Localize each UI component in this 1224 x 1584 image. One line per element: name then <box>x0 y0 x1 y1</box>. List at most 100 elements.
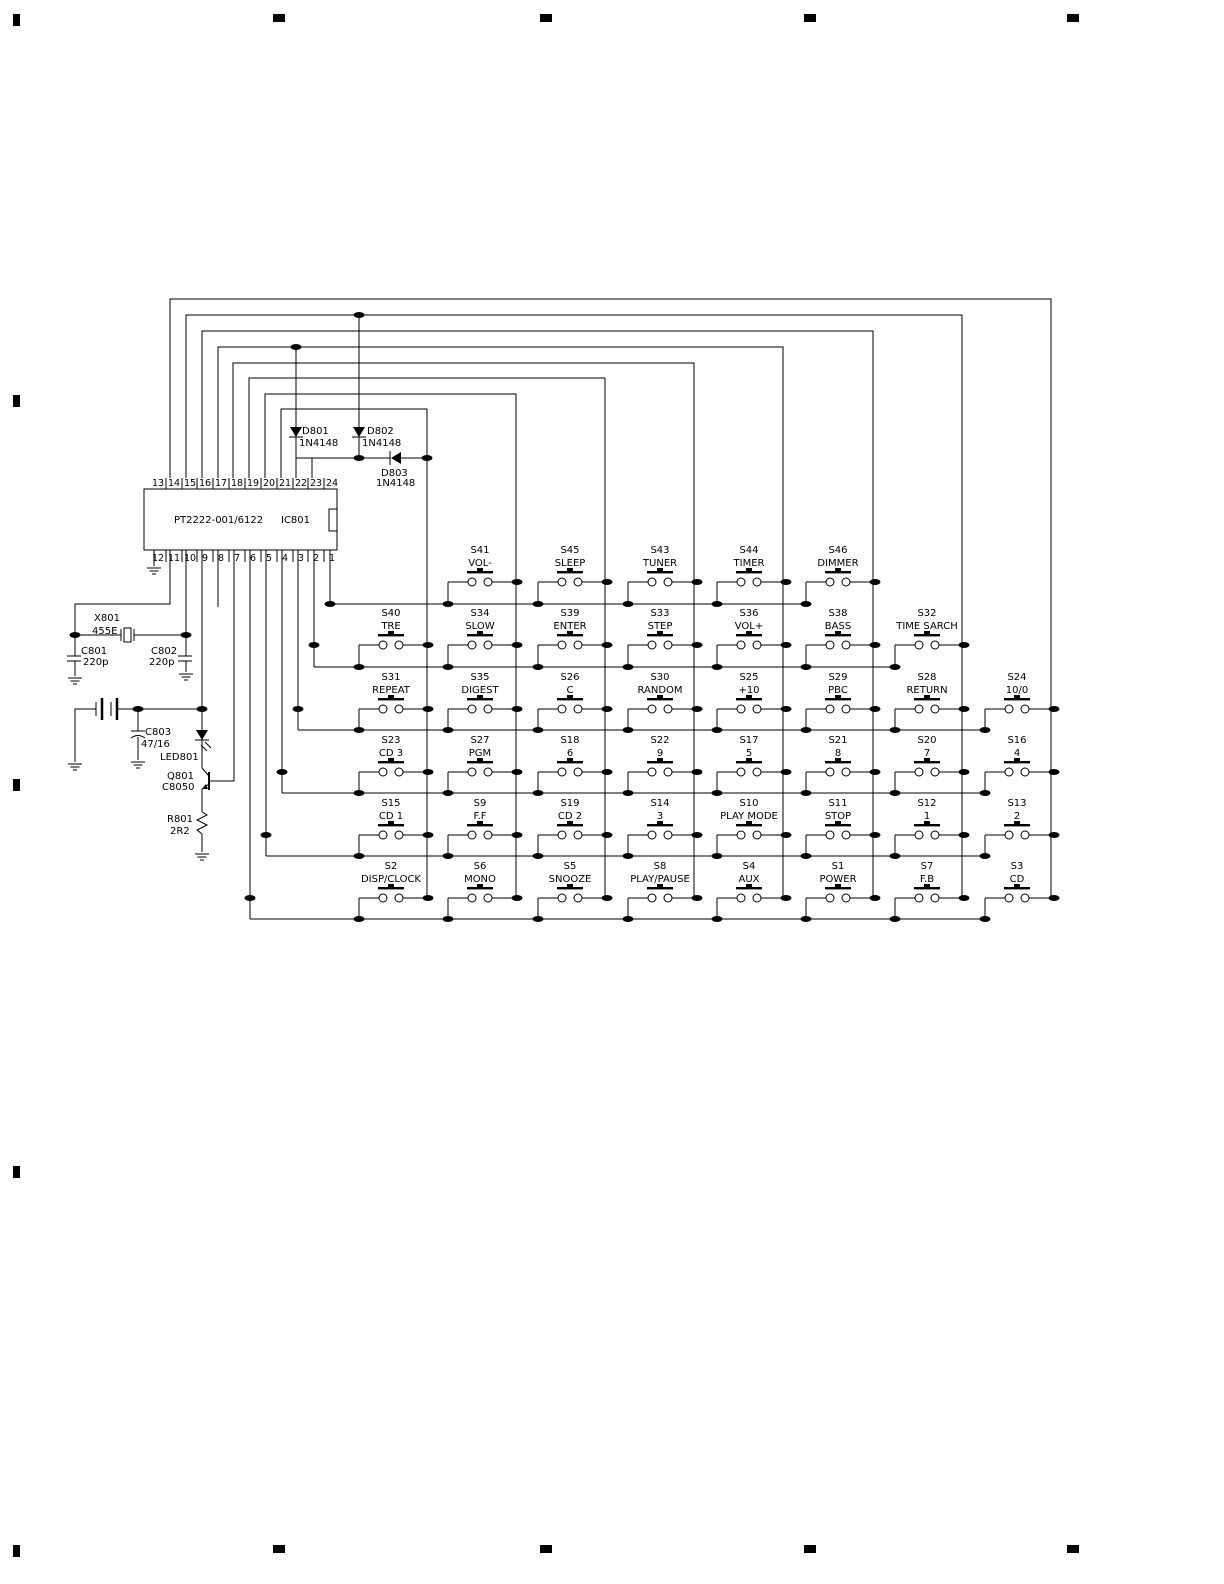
ic-pin-24: 24 <box>326 478 338 489</box>
switch-ref: S40 <box>381 608 400 619</box>
led-led801: LED801 <box>160 730 212 763</box>
switch-label: PBC <box>828 685 848 696</box>
junction-dot <box>869 832 881 838</box>
d802-ref: D802 <box>367 426 394 437</box>
switch-label: CD 2 <box>558 811 582 822</box>
switch-label: F.F <box>473 811 486 822</box>
junction-dot <box>442 916 454 922</box>
switch-ref: S27 <box>470 735 489 746</box>
registration-mark <box>13 395 20 407</box>
ic-pin-7: 7 <box>234 553 240 564</box>
junction-dot <box>800 601 812 607</box>
q801-ref: Q801 <box>167 771 194 782</box>
switch-label: VOL+ <box>735 621 764 632</box>
switch-label: STOP <box>825 811 851 822</box>
diode-d802: D802 1N4148 <box>352 426 401 449</box>
registration-mark <box>540 14 552 22</box>
junction-dot <box>353 790 365 796</box>
ground-symbol <box>68 763 82 771</box>
ic-pin-4: 4 <box>282 553 288 564</box>
c802-ref: C802 <box>151 646 177 657</box>
ground-symbol <box>68 677 82 685</box>
q801-value: C8050 <box>162 782 194 793</box>
switch-label: CD 1 <box>379 811 403 822</box>
junction-dot <box>622 790 634 796</box>
registration-mark <box>13 1166 20 1178</box>
switch-ref: S29 <box>828 672 847 683</box>
junction-dot <box>511 642 523 648</box>
switch-label: DIMMER <box>817 558 858 569</box>
junction-dot <box>622 727 634 733</box>
junction-dot <box>353 727 365 733</box>
switch-ref: S8 <box>654 861 667 872</box>
switch-ref: S17 <box>739 735 758 746</box>
switch-label: RANDOM <box>637 685 682 696</box>
junction-dot <box>780 579 792 585</box>
switch-ref: S34 <box>470 608 489 619</box>
junction-dot <box>511 895 523 901</box>
battery-symbol <box>95 698 119 720</box>
junction-dot <box>979 853 991 859</box>
junction-dot <box>353 916 365 922</box>
switch-ref: S19 <box>560 798 579 809</box>
switch-label: 4 <box>1014 748 1020 759</box>
x801-value: 455E <box>92 626 117 637</box>
switch-label: RETURN <box>906 685 947 696</box>
junction-dot <box>69 632 81 638</box>
junction-dot <box>422 642 434 648</box>
junction-dot <box>290 344 302 350</box>
switch-label: BASS <box>825 621 851 632</box>
switch-ref: S30 <box>650 672 669 683</box>
junction-dot <box>601 706 613 712</box>
ic-pin-2: 2 <box>313 553 319 564</box>
junction-dot <box>442 853 454 859</box>
ic-pin-19: 19 <box>247 478 259 489</box>
junction-dot <box>532 853 544 859</box>
junction-dot <box>889 853 901 859</box>
osc-line <box>74 550 171 656</box>
switch-label: 3 <box>657 811 663 822</box>
junction-dot <box>711 664 723 670</box>
c803-value: 47/16 <box>141 739 170 750</box>
switch-ref: S20 <box>917 735 936 746</box>
d803-ref: D803 <box>381 468 408 479</box>
junction-dot <box>1048 832 1060 838</box>
ic-pin-18: 18 <box>231 478 243 489</box>
ic-pin-16: 16 <box>199 478 211 489</box>
junction-dot <box>324 601 336 607</box>
junction-dot <box>511 706 523 712</box>
junction-dot <box>532 916 544 922</box>
switch-ref: S23 <box>381 735 400 746</box>
junction-dot <box>353 312 365 318</box>
switch-label: PLAY MODE <box>720 811 778 822</box>
switch-label: 1 <box>924 811 930 822</box>
switch-label: 9 <box>657 748 663 759</box>
d801-ref: D801 <box>302 426 329 437</box>
registration-mark <box>804 14 816 22</box>
junction-dot <box>532 601 544 607</box>
registration-mark <box>1067 14 1079 22</box>
switch-ref: S3 <box>1011 861 1024 872</box>
junction-dot <box>292 706 304 712</box>
ic-pin-21: 21 <box>279 478 291 489</box>
switch-ref: S7 <box>921 861 934 872</box>
junction-dot <box>780 769 792 775</box>
